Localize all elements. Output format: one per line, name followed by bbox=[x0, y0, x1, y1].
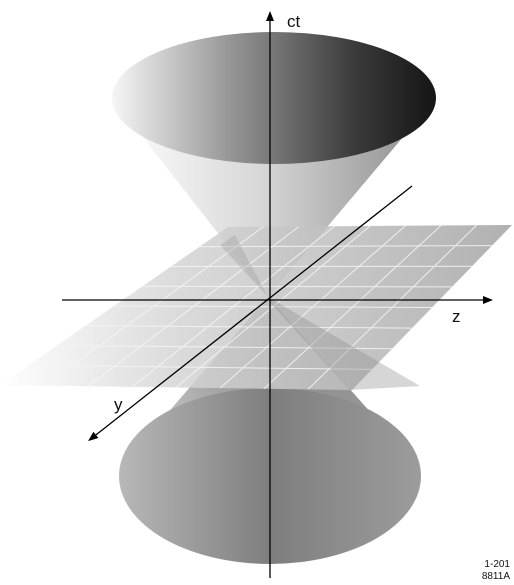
figure-id-line2: 8811A bbox=[482, 571, 511, 582]
future-light-cone bbox=[112, 32, 436, 297]
cone-intersection-shadow bbox=[268, 297, 420, 390]
plane-grid-line bbox=[263, 225, 442, 390]
plane-grid-line bbox=[219, 225, 406, 389]
plane-grid bbox=[28, 224, 493, 390]
ct-axis-label: ct bbox=[287, 12, 301, 31]
z-axis-label: z bbox=[452, 307, 461, 326]
plane-grid-line bbox=[85, 325, 413, 329]
plane-grid-line bbox=[307, 224, 477, 390]
plane-grid-line bbox=[113, 305, 433, 308]
plane-surface bbox=[0, 225, 512, 390]
axes bbox=[62, 11, 493, 578]
cone-intersection-shadow-upper bbox=[220, 235, 268, 297]
future-cone-cap bbox=[112, 32, 436, 164]
y-axis bbox=[88, 185, 413, 442]
spatial-plane bbox=[0, 224, 512, 390]
figure-id-line1: 1-201 bbox=[484, 559, 510, 570]
y-axis-label: y bbox=[114, 395, 123, 414]
plane-grid-line bbox=[28, 364, 373, 370]
plane-grid-line bbox=[56, 345, 393, 350]
